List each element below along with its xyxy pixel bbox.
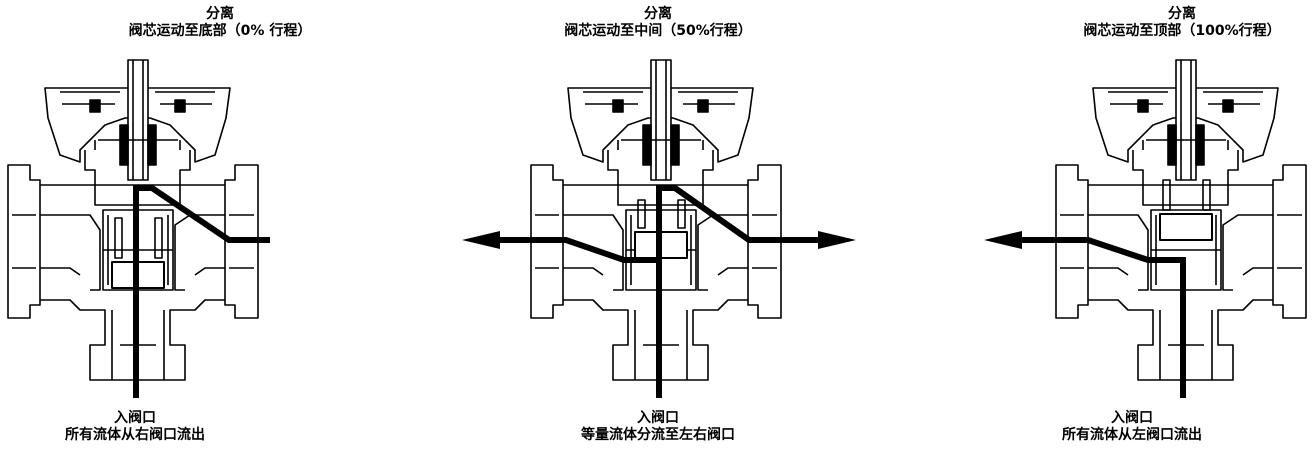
panel-subtitle: 阀芯运动至顶部（100%行程） (1083, 23, 1281, 39)
right-flange (1272, 164, 1307, 319)
panel-caption-top: 分离 阀芯运动至中间（50%行程） (438, 6, 878, 40)
flow-arrow-left (462, 231, 500, 249)
flow-path (496, 237, 659, 263)
inlet-label: 入阀口 (637, 410, 679, 426)
flow-path (656, 185, 822, 398)
valve-diagram (984, 59, 1307, 398)
panel-caption-bottom: 入阀口 所有流体从左阀口流出 (958, 410, 1306, 444)
panel-top: 分离 阀芯运动至顶部（100%行程） (968, 0, 1316, 460)
valve-stem (127, 59, 149, 181)
panel-title: 分离 (206, 6, 234, 22)
panel-middle: 分离 阀芯运动至中间（50%行程） (438, 0, 878, 460)
valve-diagram (7, 59, 270, 398)
flow-note: 所有流体从右阀口流出 (65, 427, 205, 443)
left-flange (1055, 164, 1089, 319)
right-flange (747, 164, 782, 319)
panel-title: 分离 (1168, 6, 1196, 22)
left-flange (530, 164, 564, 319)
flow-path (133, 185, 270, 398)
panel-caption-top: 分离 阀芯运动至底部（0% 行程） (0, 6, 440, 40)
inlet-label: 入阀口 (114, 410, 156, 426)
left-flange (7, 164, 41, 319)
valve-yoke (567, 87, 754, 163)
valve-stem (650, 59, 672, 181)
valve-stem (1175, 59, 1197, 181)
right-flange (224, 164, 259, 319)
flow-note: 所有流体从左阀口流出 (1062, 427, 1202, 443)
panel-caption-top: 分离 阀芯运动至顶部（100%行程） (1008, 6, 1316, 40)
flow-note: 等量流体分流至左右阀口 (581, 427, 735, 443)
panel-bottom: 分离 阀芯运动至底部（0% 行程） (0, 0, 440, 460)
valve-yoke (1092, 87, 1279, 163)
panel-caption-bottom: 入阀口 等量流体分流至左右阀口 (438, 410, 878, 444)
valve-diagram (462, 59, 856, 398)
valve-plug (1159, 213, 1213, 241)
flow-path (1018, 237, 1186, 398)
panel-caption-bottom: 入阀口 所有流体从右阀口流出 (0, 410, 355, 444)
panel-subtitle: 阀芯运动至底部（0% 行程） (128, 23, 312, 39)
inlet-label: 入阀口 (1111, 410, 1153, 426)
valve-yoke (44, 87, 231, 163)
panel-title: 分离 (644, 6, 672, 22)
panel-subtitle: 阀芯运动至中间（50%行程） (564, 23, 752, 39)
flow-arrow-left (984, 231, 1022, 249)
flow-arrow-right (818, 231, 856, 249)
